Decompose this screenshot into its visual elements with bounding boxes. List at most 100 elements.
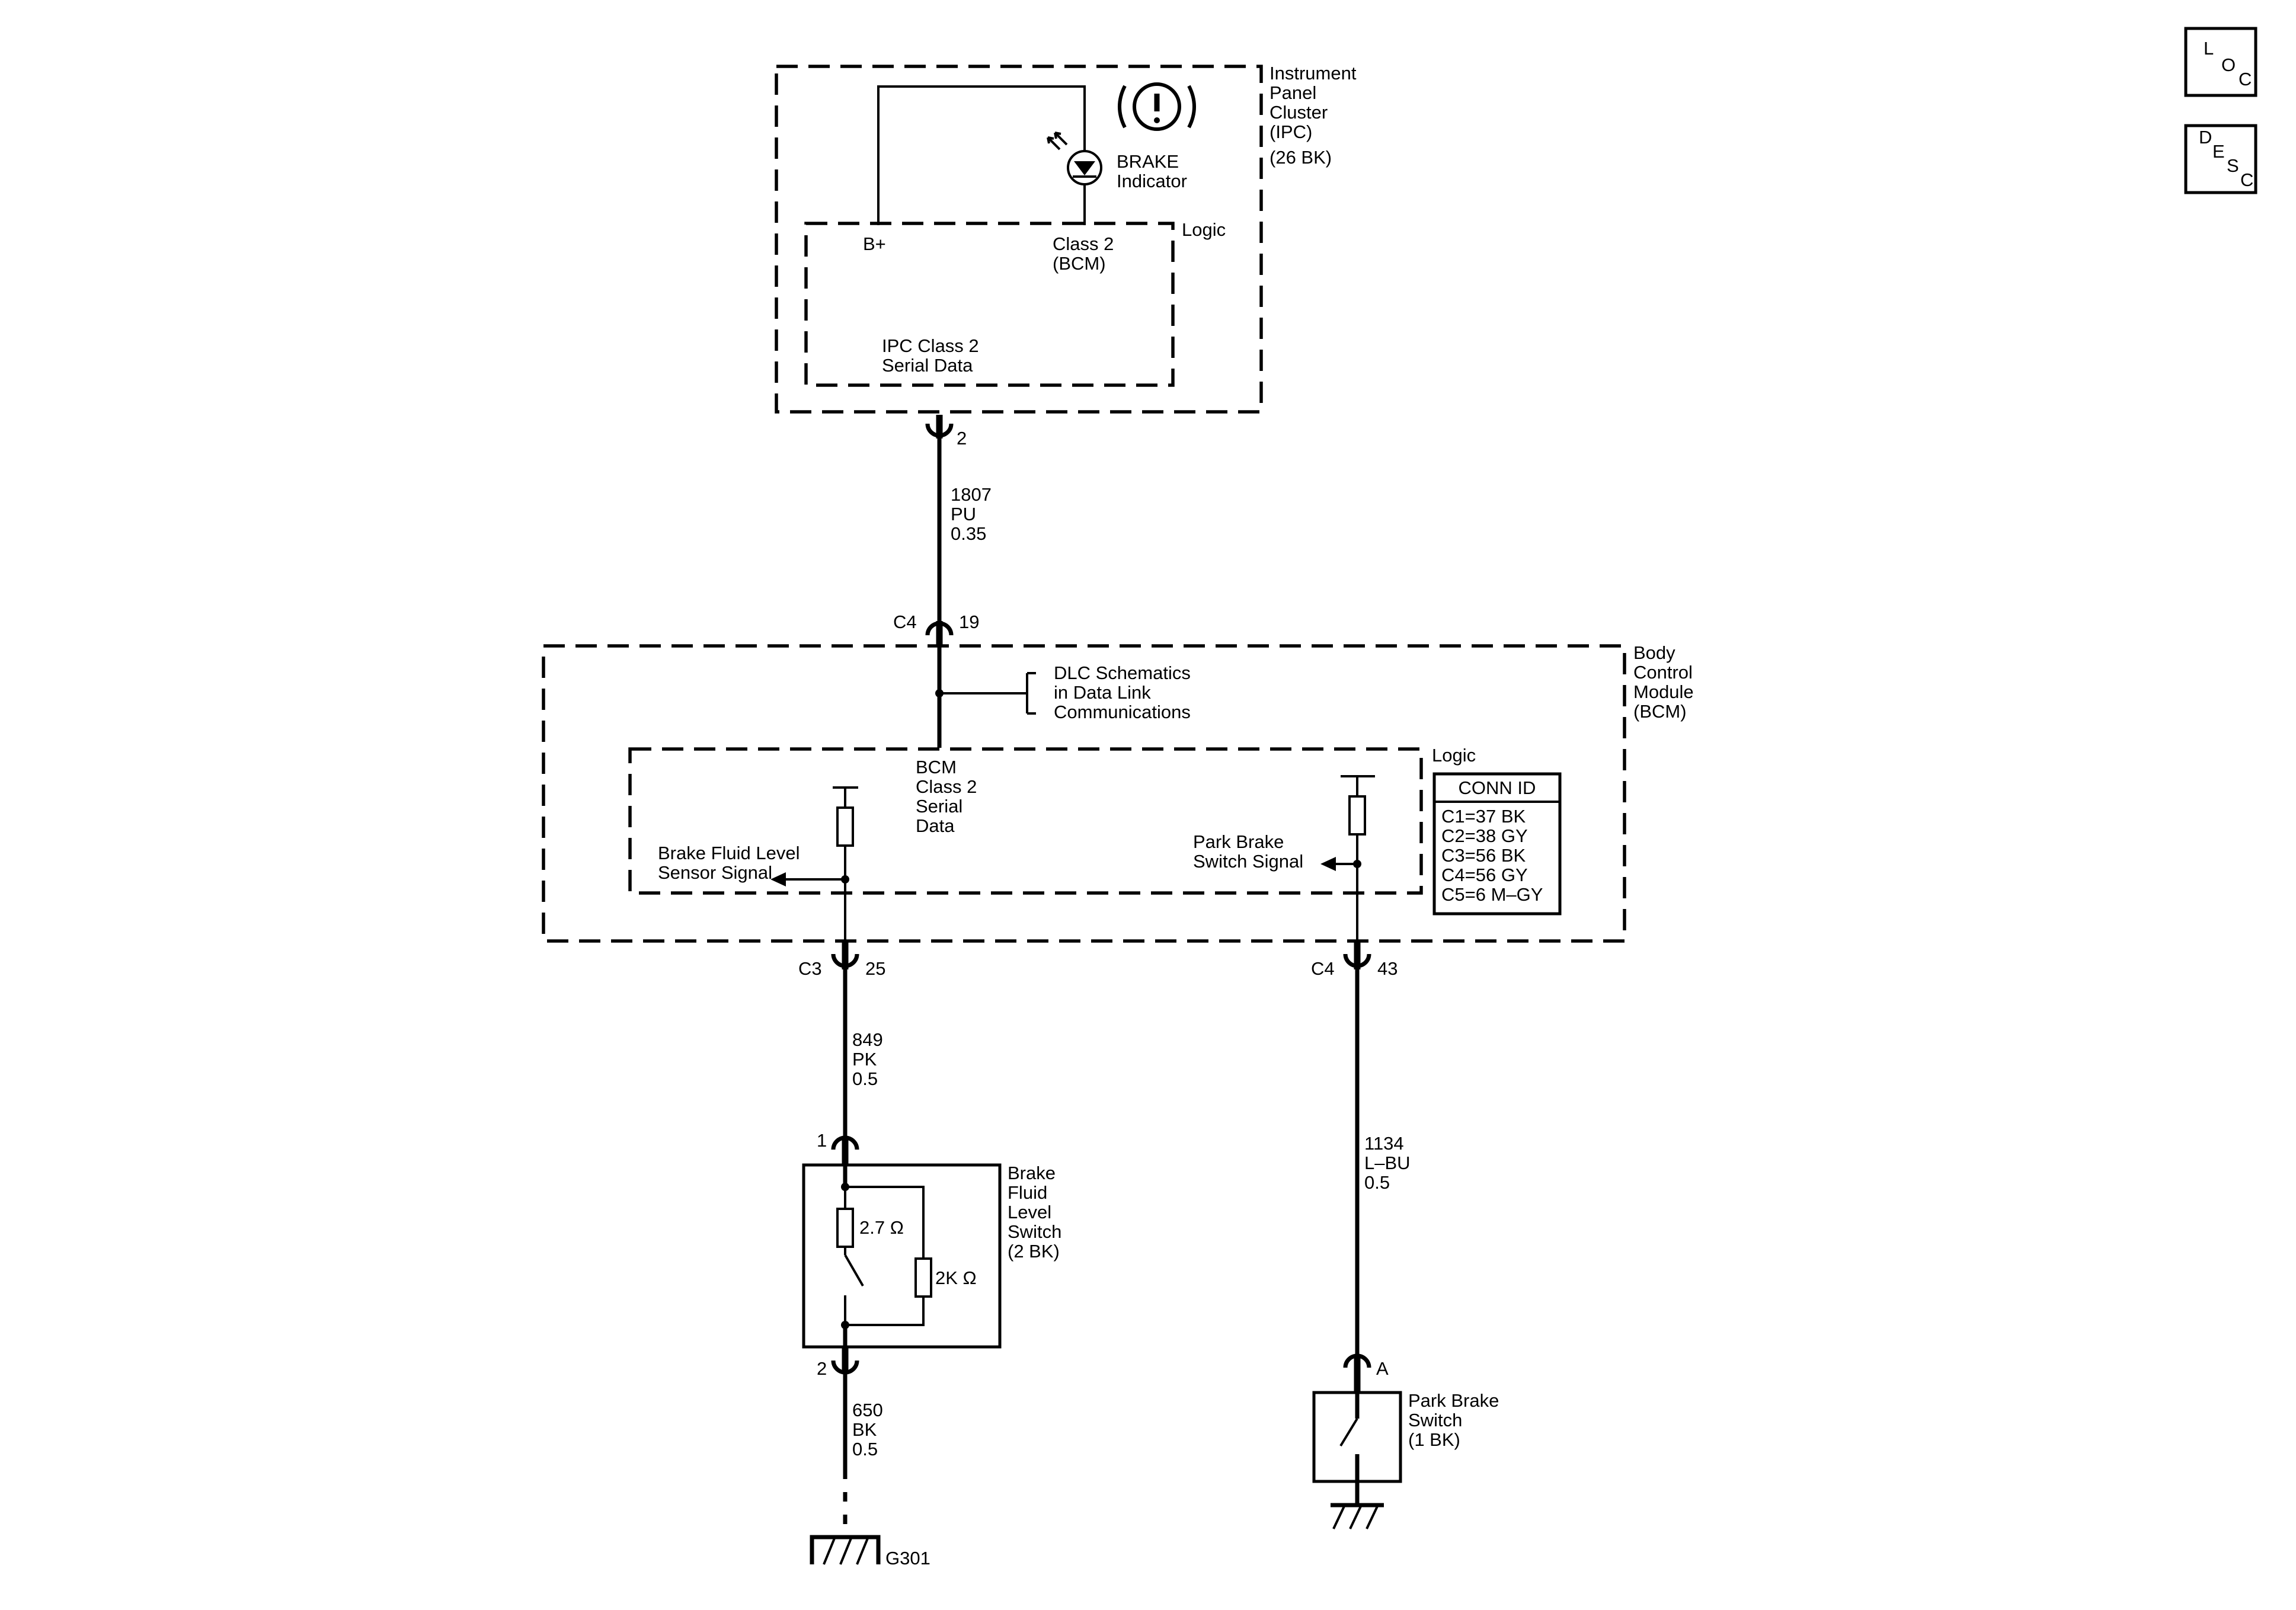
ground-park-switch-icon [1331,1503,1384,1529]
bcm-connector-c4-19: C4 19 [893,612,979,646]
svg-text:0.5: 0.5 [852,1439,878,1459]
park-switch-name: Park Brake Switch (1 BK) [1408,1390,1499,1450]
resistor-2-7-label: 2.7 Ω [859,1217,904,1238]
bcm-logic-outline [628,747,1423,895]
park-switch-contact [1339,1417,1358,1447]
svg-text:650: 650 [852,1400,883,1420]
svg-text:in Data Link: in Data Link [1054,682,1151,703]
svg-text:PU: PU [951,504,976,524]
ipc-connector-pin: 2 [957,428,967,449]
ipc-logic-outline [804,222,1175,387]
svg-text:A: A [1376,1358,1389,1379]
ipc-bplus-label: B+ [863,233,886,254]
ipc-serial-label: IPC Class 2 Serial Data [882,335,979,376]
loc-letter-c: C [2239,69,2252,89]
bcm-class2-label: BCM Class 2 Serial Data [916,757,977,836]
dlc-bracket [1026,672,1036,715]
ipc-class2-label: Class 2 (BCM) [1053,233,1114,274]
fluid-switch-body [802,1163,1002,1349]
svg-text:Control: Control [1633,662,1693,683]
svg-text:Panel: Panel [1269,82,1316,103]
ground-g301-icon: G301 [810,1535,930,1569]
loc-letter-o: O [2221,55,2236,75]
svg-text:DLC Schematics: DLC Schematics [1054,662,1191,683]
brake-fluid-level-switch: 2.7 Ω 2K Ω Brake Fluid Level Switch (2 B… [802,1163,1061,1349]
conn-id-row: C5=6 M–GY [1441,884,1543,905]
wire-1134-label: 1134 L–BU 0.5 [1364,1133,1411,1193]
brake-fluid-signal-label: Brake Fluid Level Sensor Signal [658,843,800,883]
fluid-switch-name: Brake Fluid Level Switch (2 BK) [1008,1163,1061,1262]
brake-indicator-label: BRAKE Indicator [1117,151,1187,191]
svg-text:0.5: 0.5 [852,1068,878,1089]
svg-text:Level: Level [1008,1202,1051,1222]
svg-text:Fluid: Fluid [1008,1182,1047,1203]
svg-text:0.35: 0.35 [951,523,986,544]
wire-650-label: 650 BK 0.5 [852,1400,883,1459]
svg-text:Park Brake: Park Brake [1193,831,1284,852]
svg-text:43: 43 [1377,958,1398,979]
conn-id-table: CONN ID C1=37 BK C2=38 GY C3=56 BK C4=56… [1432,772,1562,916]
svg-text:(BCM): (BCM) [1053,253,1106,274]
resistor-2k [914,1257,932,1298]
svg-text:PK: PK [852,1049,877,1070]
svg-text:Indicator: Indicator [1117,171,1187,191]
conn-id-row: C4=56 GY [1441,865,1528,885]
svg-text:BRAKE: BRAKE [1117,151,1179,172]
svg-text:C3: C3 [798,958,822,979]
svg-text:Park Brake: Park Brake [1408,1390,1499,1411]
svg-text:(IPC): (IPC) [1269,121,1312,142]
fluid-switch-connector-2: 2 [817,1347,859,1379]
svg-text:1807: 1807 [951,484,992,505]
svg-text:BK: BK [852,1419,877,1440]
wire-1807-label: 1807 PU 0.35 [951,484,992,544]
svg-text:Switch Signal: Switch Signal [1193,851,1303,872]
loc-button[interactable]: L O C [2184,27,2257,97]
ground-label: G301 [885,1548,930,1569]
park-brake-signal-arrow-icon [1320,857,1357,871]
bcm-logic-label: Logic [1432,745,1476,766]
dlc-note: DLC Schematics in Data Link Communicatio… [1054,662,1191,722]
svg-text:1134: 1134 [1364,1133,1404,1154]
svg-text:Brake Fluid Level: Brake Fluid Level [658,843,800,863]
desc-button[interactable]: D E S C [2184,124,2257,194]
resistor-2-7 [836,1208,854,1248]
ipc-name: Instrument Panel Cluster (IPC) (26 BK) [1269,63,1357,168]
svg-text:Class 2: Class 2 [1053,233,1114,254]
park-pullup-resistor [1341,775,1375,942]
desc-letter-d: D [2199,127,2212,148]
svg-text:IPC Class 2: IPC Class 2 [882,335,979,356]
conn-id-title: CONN ID [1459,777,1536,798]
brake-led-icon [1047,132,1102,185]
svg-text:Brake: Brake [1008,1163,1056,1183]
svg-text:2: 2 [817,1358,827,1379]
fluid-pullup-resistor [833,786,858,942]
bcm-outline [542,644,1626,943]
svg-text:Serial: Serial [916,796,962,817]
svg-text:(26 BK): (26 BK) [1269,147,1332,168]
svg-text:25: 25 [865,958,885,979]
desc-letter-c: C [2240,169,2253,190]
ipc-outline [775,65,1263,414]
svg-text:(2 BK): (2 BK) [1008,1241,1060,1262]
ipc-connector: 2 [925,415,967,449]
park-switch-connector-a: A [1343,1353,1389,1393]
svg-text:Switch: Switch [1008,1221,1061,1242]
wire-849-label: 849 PK 0.5 [852,1029,883,1089]
svg-text:19: 19 [959,612,979,632]
svg-text:BCM: BCM [916,757,957,777]
svg-text:Class 2: Class 2 [916,776,977,797]
bcm-connector-c4-43: C4 43 [1311,941,1398,979]
desc-letter-s: S [2227,155,2239,176]
svg-text:C4: C4 [893,612,917,632]
ipc-module: Instrument Panel Cluster (IPC) (26 BK) L… [775,63,1357,414]
svg-text:Data: Data [916,815,955,836]
park-brake-signal-label: Park Brake Switch Signal [1193,831,1303,872]
svg-text:C4: C4 [1311,958,1335,979]
svg-text:Instrument: Instrument [1269,63,1357,84]
fluid-switch-connector-1: 1 [817,1130,859,1165]
ipc-logic-label: Logic [1182,219,1226,240]
fluid-switch-contact [844,1254,864,1286]
svg-text:Serial Data: Serial Data [882,355,973,376]
loc-letter-l: L [2204,38,2214,59]
